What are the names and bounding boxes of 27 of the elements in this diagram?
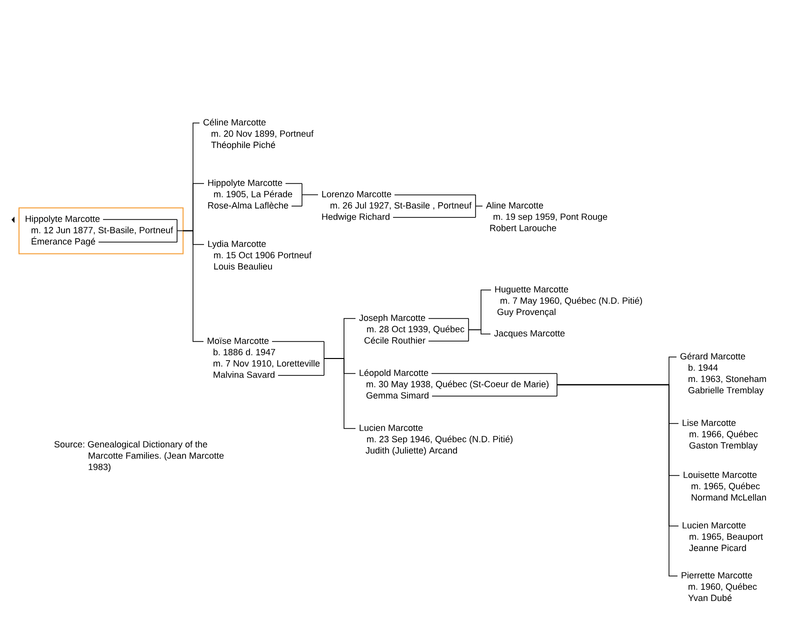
person-entry: Louisette Marcotte m. 1965, Québec Normand McLellan: [684, 471, 766, 501]
person-entry: Lucien Marcotte m. 1965, Beauport Jeanne Picard: [682, 522, 763, 552]
connector-line: [302, 194, 318, 196]
person-entry: Pierrette Marcotte m. 1960, Québec Yvan Dubé: [682, 572, 757, 602]
person-entry: Aline Marcotte m. 19 sep 1959, Pont Rouge Robert Larouche: [486, 202, 608, 232]
person-entry: Léopold Marcotte m. 30 May 1938, Québec (St-Coeur de Marie) Gemma Simard: [360, 369, 558, 399]
person-entry: Céline Marcotte m. 20 Nov 1899, Portneuf Théophile Piché: [203, 118, 314, 150]
person-entry: Gérard Marcotte b. 1944 m. 1963, Stoneham Gabrielle Tremblay: [680, 352, 766, 396]
node-label: Moïse Marcotte: [208, 338, 269, 344]
person-entry: Lise Marcotte m. 1966, Québec Gaston Tremblay: [682, 419, 758, 450]
person-entry: Lydia Marcotte m. 15 Oct 1906 Portneuf Louis Beaulieu: [208, 240, 312, 270]
person-entry: Hippolyte Marcotte m. 1905, La Pérade Rose-Alma Laflèche: [208, 179, 302, 209]
connector-line: [468, 329, 491, 334]
source-note: Source: Genealogical Dictionary of the Marcotte Families. (Jean Marcotte 1983): [54, 440, 224, 472]
node-label: b. 1886 d. 1947: [214, 348, 276, 356]
person-entry: Jacques Marcotte: [494, 330, 565, 338]
person-entry: Moïse Marcotte b. 1886 d. 1947 m. 7 Nov 1910, Loretteville Malvina Savard: [208, 338, 324, 378]
connector-line: [182, 230, 204, 342]
node-label: m. 7 Nov 1910, Loretteville: [214, 360, 320, 368]
node-label: Malvina Savard: [214, 371, 274, 378]
highlighted-entry: Hippolyte Marcotte m. 12 Jun 1877, St-Basile, Portneuf Émerance Pagé: [18, 207, 184, 254]
connector-line: [556, 384, 678, 576]
person-entry: Lorenzo Marcotte m. 26 Jul 1927, St-Basile , Portneuf Hedwige Richard: [322, 191, 476, 222]
person-entry: Huguette Marcotte m. 7 May 1960, Québec (N.D. Pitié) Guy Provençal: [495, 286, 642, 317]
person-entry: Joseph Marcotte m. 28 Oct 1939, Québec Cécile Routhier: [359, 314, 469, 344]
connector-line: [324, 358, 356, 429]
person-entry: Lucien Marcotte m. 23 Sep 1946, Québec (N.D. Pitié) Judith (Juliette) Arcand: [360, 424, 512, 456]
